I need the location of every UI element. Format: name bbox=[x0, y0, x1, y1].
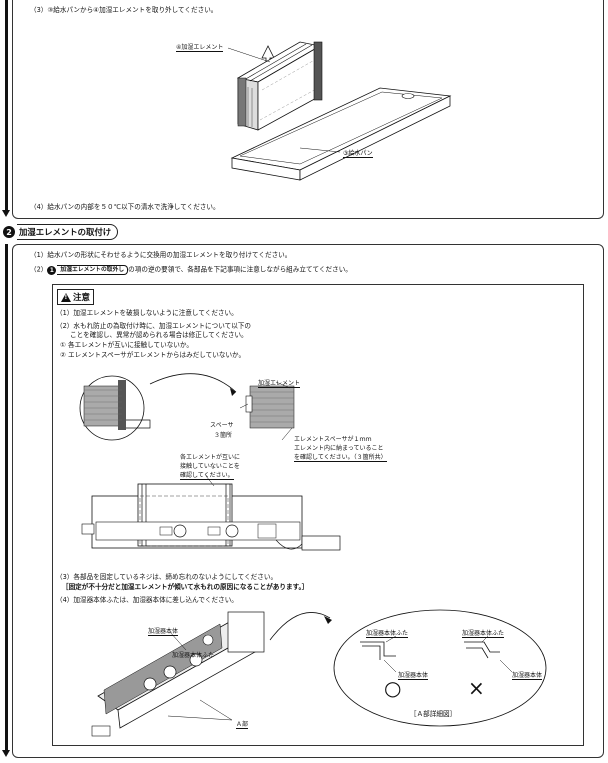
caution-c3-bold: ［固定が不十分だと加湿エレメントが傾いて水もれの原因になることがあります。］ bbox=[62, 583, 309, 591]
caution-c2-item1: ① 各エレメントが互いに接触していないか。 bbox=[60, 341, 193, 349]
label-humid-element: 加湿エレメント bbox=[258, 380, 301, 388]
mark-ok: ○ bbox=[384, 676, 402, 700]
ref-badge-number: 1 bbox=[47, 265, 57, 275]
note-contact-c: 確認してください。 bbox=[180, 472, 234, 480]
mark-ng: × bbox=[468, 676, 485, 700]
detail-body-left: 加湿器本体 bbox=[398, 672, 429, 680]
detail-lid-right: 加湿器本体ふた bbox=[462, 630, 505, 638]
label-part-a: Ａ部 bbox=[236, 721, 249, 729]
detail-lid-left: 加湿器本体ふた bbox=[366, 630, 409, 638]
note-contact-b: 接触していないことを bbox=[180, 463, 240, 470]
label-humidifier-lid: 加湿器本体ふた bbox=[172, 652, 215, 659]
section-heading: 2 加湿エレメントの取付け bbox=[3, 224, 119, 240]
caution-c2b: ことを確認し、異常が認められる場合は修正してください。 bbox=[70, 331, 248, 339]
caution-title: 注意 bbox=[73, 293, 91, 303]
caution-c1: （1）加湿エレメントを破損しないように注意してください。 bbox=[56, 309, 238, 317]
caution-c2-item2: ② エレメントスペーサがエレメントからはみだしていないか。 bbox=[60, 351, 246, 359]
label-spacer-count: ３箇所 bbox=[214, 432, 233, 439]
caution-c3: （3）各部品を固定しているネジは、締め忘れのないようにしてください。 bbox=[56, 573, 278, 581]
label-spacer: スペーサ bbox=[210, 422, 234, 429]
step2-line2-suffix: の項の逆の要領で、各部品を下記事項に注意しながら組み立ててください。 bbox=[128, 265, 352, 274]
warning-icon bbox=[61, 292, 71, 302]
label-humidifier-body: 加湿器本体 bbox=[148, 628, 179, 636]
section-number: 2 bbox=[3, 226, 15, 238]
step2-line1: （1）給水パンの形状にそわせるように交換用の加湿エレメントを取り付けてください。 bbox=[30, 251, 292, 259]
step2-line2-prefix: （2） bbox=[30, 265, 48, 274]
ref-badge-title: 加湿エレメントの取外し bbox=[57, 265, 129, 275]
detail-body-right: 加湿器本体 bbox=[512, 672, 543, 680]
caution-c4: （4）加湿器本体ふたは、加湿器本体に差し込んでください。 bbox=[56, 596, 238, 604]
note-contact-a: 各エレメントが互いに bbox=[180, 454, 241, 461]
note-spacer-a: エレメントスペーサが１ｍｍ bbox=[294, 436, 372, 443]
label-water-pan: ③給水パン bbox=[343, 150, 373, 158]
step1-line3: （3）③給水パンから④加湿エレメントを取り外してください。 bbox=[30, 6, 218, 14]
step1-line4: （4）給水パンの内部を５０℃以下の清水で洗浄してください。 bbox=[30, 203, 220, 211]
flow-arrowhead-2 bbox=[2, 750, 10, 757]
note-spacer-c: を確認してください。（３箇所共） bbox=[294, 454, 387, 462]
caution-c2a: （2）水もれ防止の為取付け時に、加湿エレメントについて以下の bbox=[56, 322, 252, 330]
detail-caption: ［Ａ部詳細図］ bbox=[410, 710, 457, 718]
caution-heading: 注意 bbox=[57, 289, 95, 305]
flow-arrow-line-2 bbox=[5, 244, 8, 752]
flow-arrowhead-1 bbox=[2, 210, 10, 217]
flow-arrow-line-1 bbox=[5, 0, 8, 212]
section-title: 加湿エレメントの取付け bbox=[17, 224, 119, 240]
label-element: ④加湿エレメント bbox=[176, 44, 224, 52]
note-spacer-b: エレメント内に納まっていること bbox=[294, 445, 384, 452]
element-removal-illustration bbox=[227, 41, 452, 181]
step-frame-1 bbox=[12, 0, 604, 219]
